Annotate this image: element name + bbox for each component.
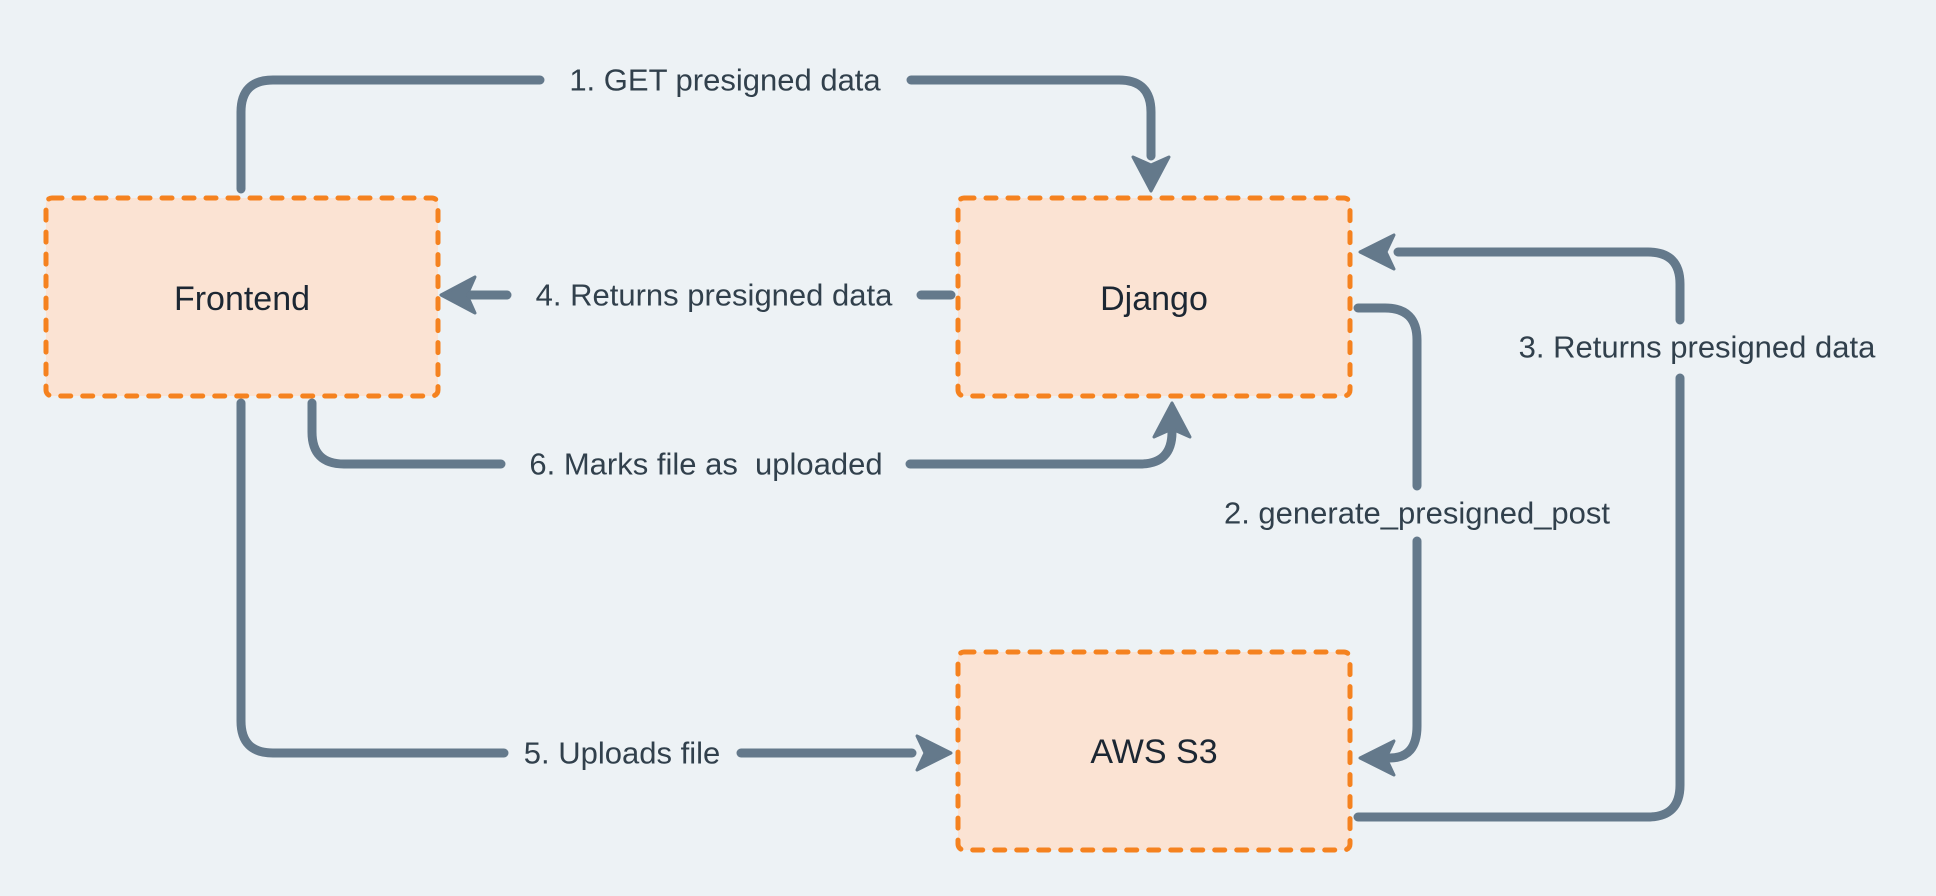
edge-1: 1. GET presigned data (236, 63, 1171, 194)
edge-2-arrowhead (1358, 739, 1396, 777)
edge-4: 4. Returns presigned data (439, 275, 956, 315)
edge-4-label: 4. Returns presigned data (536, 278, 893, 313)
edge-2-label: 2. generate_presigned_post (1224, 496, 1610, 531)
node-aws-s3: AWS S3 (955, 649, 1353, 853)
node-django-label: Django (1100, 280, 1208, 318)
edge-1-line-start (236, 75, 545, 194)
edge-6-arrowhead (1152, 401, 1192, 439)
node-frontend-label: Frontend (174, 280, 310, 318)
edge-5: 5. Uploads file (236, 398, 953, 772)
edge-3-label: 3. Returns presigned data (1519, 330, 1876, 365)
edge-1-line-end (906, 75, 1156, 161)
edge-1-label: 1. GET presigned data (569, 63, 881, 98)
node-django-box (955, 195, 1353, 399)
edge-3-line-start (1353, 373, 1685, 822)
edge-6-line-start (307, 398, 506, 469)
edge-2-line-start (1353, 303, 1422, 491)
node-frontend: Frontend (43, 195, 441, 399)
edge-6: 6. Marks file as uploaded (307, 398, 1192, 482)
edge-2-line-end (1385, 536, 1422, 763)
edge-3: 3. Returns presigned data (1353, 233, 1876, 822)
edge-1-arrowhead (1131, 155, 1171, 193)
edge-5-arrowhead (915, 734, 953, 772)
edge-6-label: 6. Marks file as uploaded (529, 447, 882, 482)
edge-3-arrowhead (1358, 233, 1396, 271)
node-django: Django (955, 195, 1353, 399)
node-aws-s3-label: AWS S3 (1090, 733, 1217, 771)
edge-2: 2. generate_presigned_post (1224, 303, 1610, 777)
edge-5-label: 5. Uploads file (524, 736, 720, 771)
node-frontend-box (43, 195, 441, 399)
edge-5-line-start (236, 398, 509, 758)
node-aws-s3-box (955, 649, 1353, 853)
edge-3-line-end (1393, 247, 1685, 325)
edge-6-line-end (905, 407, 1177, 469)
